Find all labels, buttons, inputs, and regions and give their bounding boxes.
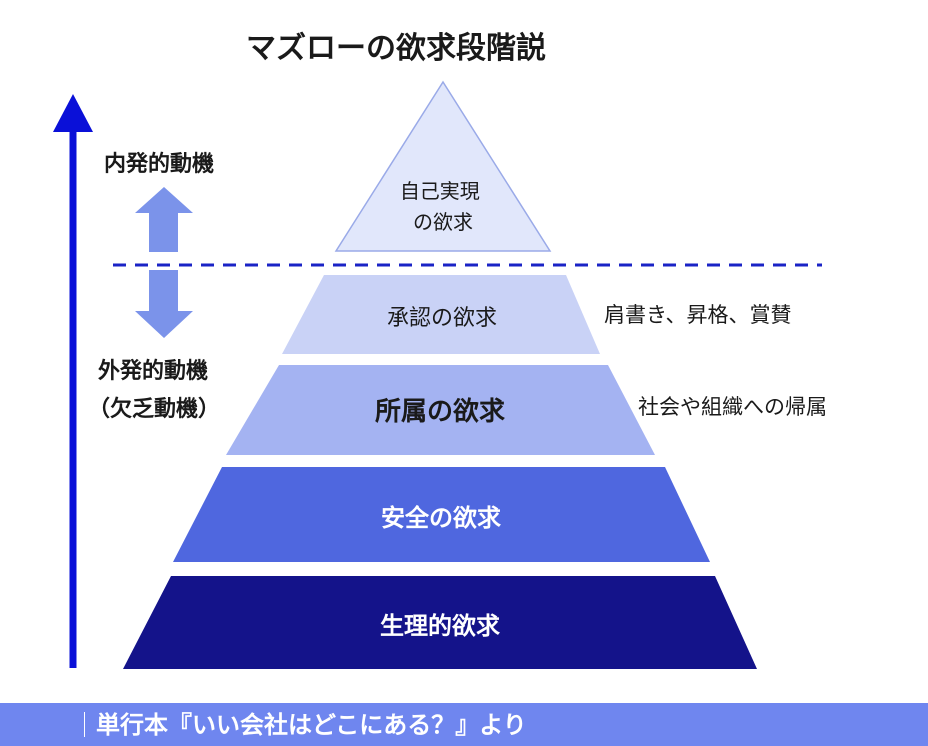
deficiency-motivation-line: （欠乏動機） <box>88 396 220 422</box>
pyramid-level-safety <box>173 467 710 562</box>
source-caption-bar: 単行本『いい会社はどこにある？』より <box>0 703 928 746</box>
external-motivation-label: 外発的動機 （欠乏動機） <box>88 358 220 422</box>
external-motivation-line: 外発的動機 <box>98 358 208 384</box>
diagram-title: マズローの欲求段階説 <box>246 31 546 66</box>
internal-motivation-label: 内発的動機 <box>104 151 214 177</box>
level-label-line: 自己実現 <box>400 179 480 203</box>
side-note-belonging: 社会や組織への帰属 <box>638 395 827 419</box>
caption-divider <box>84 712 85 737</box>
level-label-line: の欲求 <box>413 210 473 234</box>
level-label-belonging: 所属の欲求 <box>375 397 505 427</box>
side-note-esteem: 肩書き、昇格、賞賛 <box>604 303 792 327</box>
down-arrow-icon <box>135 270 193 338</box>
level-label-self-actualization: 自己実現 の欲求 <box>400 179 486 234</box>
level-label-esteem: 承認の欲求 <box>387 306 497 331</box>
level-label-safety: 安全の欲求 <box>381 504 501 532</box>
pyramid-level-self-actualization <box>334 80 552 252</box>
up-arrow-icon <box>135 187 193 252</box>
source-caption: 単行本『いい会社はどこにある？』より <box>96 711 527 739</box>
level-label-physiological: 生理的欲求 <box>380 612 500 640</box>
pyramid-level-esteem <box>282 275 600 354</box>
maslow-pyramid-diagram: マズローの欲求段階説 自己実現 の欲求 承認の欲求 所属の欲求 安全の欲求 生理… <box>53 31 827 669</box>
vertical-arrow-icon <box>53 94 93 668</box>
pyramid-level-physiological <box>123 576 757 669</box>
pyramid-level-belonging <box>226 365 655 455</box>
